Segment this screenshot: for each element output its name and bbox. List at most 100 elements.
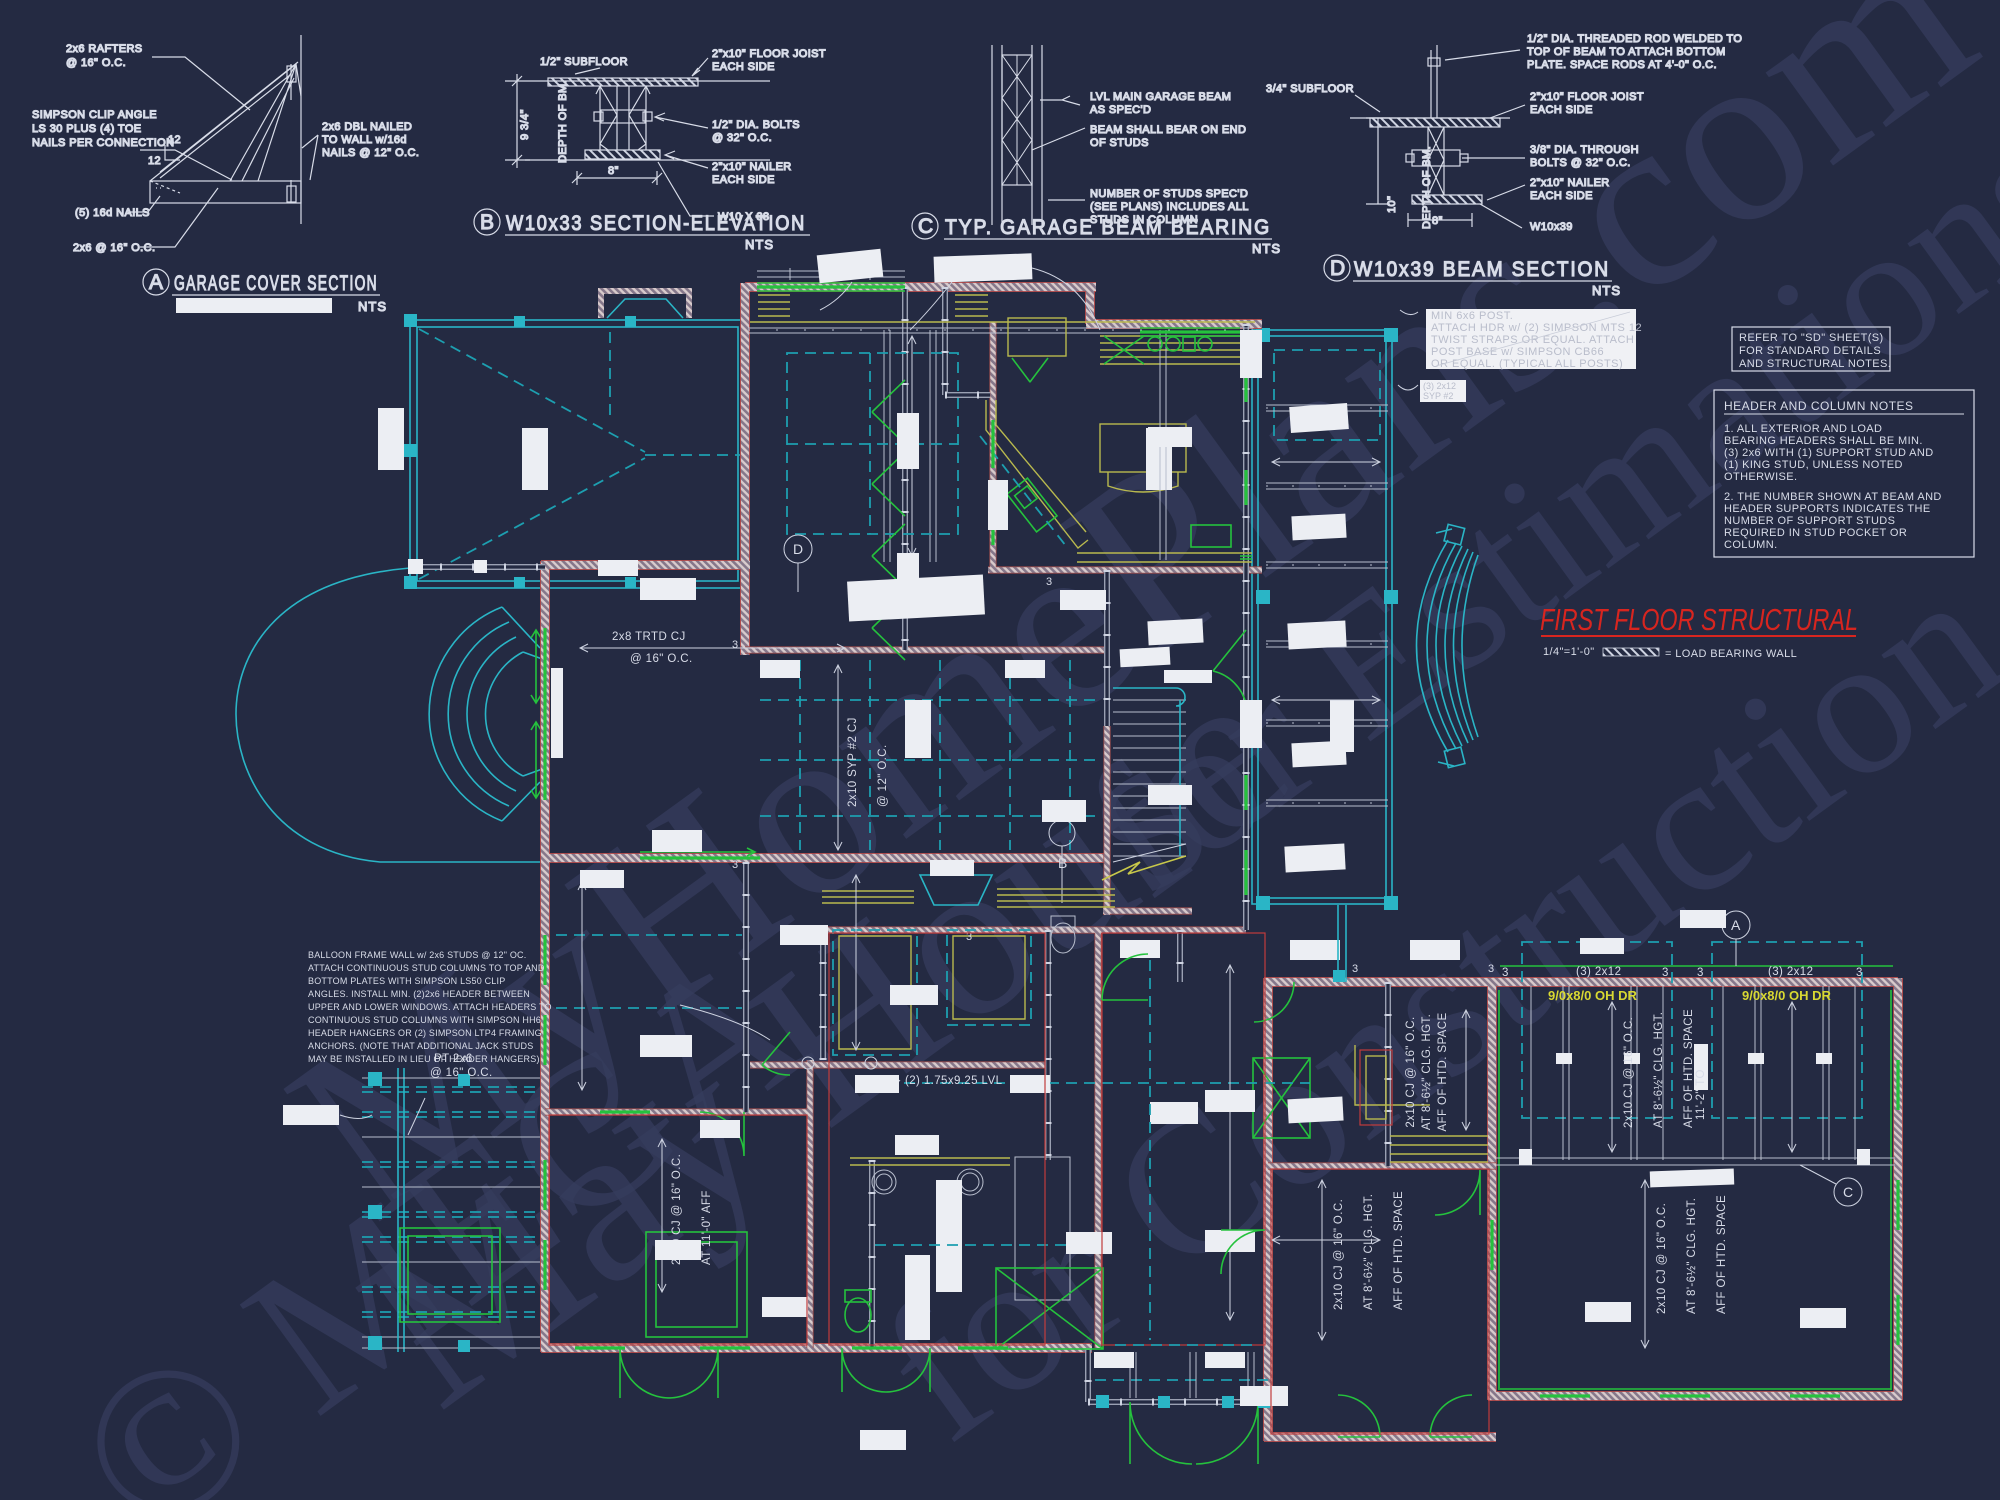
svg-text:A: A (1731, 917, 1741, 933)
svg-text:2x8 TRTD CJ: 2x8 TRTD CJ (612, 631, 686, 643)
svg-text:3: 3 (1488, 963, 1494, 975)
svg-text:@ 16" O.C.: @ 16" O.C. (430, 1067, 493, 1079)
svg-text:B: B (480, 211, 496, 234)
svg-text:3: 3 (1662, 967, 1669, 979)
svg-text:PLATE. SPACE RODS AT 4'-0" O.C: PLATE. SPACE RODS AT 4'-0" O.C. (1527, 59, 1717, 71)
svg-text:DEPTH OF BM.: DEPTH OF BM. (1421, 146, 1433, 229)
svg-text:@ 16" O.C.: @ 16" O.C. (630, 653, 693, 665)
svg-text:EACH SIDE: EACH SIDE (1530, 104, 1593, 116)
svg-text:OR EQUAL. (TYPICAL ALL POSTS): OR EQUAL. (TYPICAL ALL POSTS) (1431, 358, 1623, 370)
svg-text:(3) 2x12: (3) 2x12 (1576, 966, 1621, 978)
svg-text:W10x33 SECTION-ELEVATION: W10x33 SECTION-ELEVATION (506, 212, 806, 235)
svg-text:TWIST STRAPS OR EQUAL. ATTACH: TWIST STRAPS OR EQUAL. ATTACH (1431, 334, 1634, 346)
svg-text:3/8" DIA. THROUGH: 3/8" DIA. THROUGH (1530, 144, 1639, 156)
svg-text:2"x10" NAILER: 2"x10" NAILER (712, 161, 792, 173)
svg-text:NTS: NTS (745, 237, 774, 252)
svg-text:(1) KING STUD, UNLESS NOTED: (1) KING STUD, UNLESS NOTED (1724, 459, 1903, 471)
svg-text:NTS: NTS (1252, 241, 1281, 256)
svg-text:NAILS @ 12" O.C.: NAILS @ 12" O.C. (322, 147, 419, 159)
svg-text:3: 3 (1352, 963, 1358, 975)
svg-text:POST BASE w/ SIMPSON CB66: POST BASE w/ SIMPSON CB66 (1431, 346, 1604, 358)
svg-text:@ 16" O.C.: @ 16" O.C. (66, 57, 126, 69)
svg-text:AT 8'-6½" CLG. HGT.: AT 8'-6½" CLG. HGT. (1686, 1198, 1698, 1314)
svg-text:C: C (918, 215, 935, 238)
svg-text:GARAGE COVER SECTION: GARAGE COVER SECTION (174, 272, 378, 295)
svg-text:3: 3 (1856, 967, 1863, 979)
svg-text:C: C (1843, 1184, 1853, 1200)
svg-text:11'-2" TO: 11'-2" TO (1695, 1069, 1707, 1120)
svg-text:1/2" DIA. BOLTS: 1/2" DIA. BOLTS (712, 119, 800, 131)
svg-text:HEADER HANGERS OR (2) SIMPSON: HEADER HANGERS OR (2) SIMPSON LTP4 FRAMI… (308, 1028, 542, 1038)
svg-text:FIRST FLOOR STRUCTURAL: FIRST FLOOR STRUCTURAL (1540, 602, 1858, 637)
svg-text:W10 X 33: W10 X 33 (718, 211, 770, 223)
svg-text:FOR STANDARD DETAILS: FOR STANDARD DETAILS (1739, 345, 1881, 357)
svg-text:LS 30 PLUS (4) TOE: LS 30 PLUS (4) TOE (32, 123, 142, 135)
svg-text:HEADER AND COLUMN NOTES: HEADER AND COLUMN NOTES (1724, 399, 1914, 413)
svg-text:2x10 SYP #2 CJ: 2x10 SYP #2 CJ (847, 717, 859, 807)
svg-text:2"x10" FLOOR JOIST: 2"x10" FLOOR JOIST (712, 48, 826, 60)
svg-text:ANGLES. INSTALL MIN. (2)2x6 HE: ANGLES. INSTALL MIN. (2)2x6 HEADER BETWE… (308, 989, 530, 999)
svg-text:AT 8'-6½" CLG. HGT.: AT 8'-6½" CLG. HGT. (1421, 1014, 1433, 1130)
svg-text:2x10 CJ @ 16" O.C.: 2x10 CJ @ 16" O.C. (1405, 1016, 1417, 1127)
svg-text:@ 12" O.C.: @ 12" O.C. (877, 744, 889, 807)
svg-text:2x10 CJ @ 16" O.C.: 2x10 CJ @ 16" O.C. (671, 1154, 683, 1265)
svg-text:BALLOON FRAME WALL w/ 2x6 STUD: BALLOON FRAME WALL w/ 2x6 STUDS @ 12" OC… (308, 950, 526, 960)
svg-text:NAILS PER CONNECTION: NAILS PER CONNECTION (32, 137, 174, 149)
svg-text:NTS: NTS (1592, 283, 1621, 298)
svg-text:1/2" SUBFLOOR: 1/2" SUBFLOOR (540, 56, 628, 68)
svg-text:3: 3 (732, 859, 738, 871)
svg-text:TO WALL w/16d: TO WALL w/16d (322, 134, 407, 146)
svg-text:2x10 CJ @ 16" O.C.: 2x10 CJ @ 16" O.C. (1656, 1203, 1668, 1314)
svg-text:(3) 2x12: (3) 2x12 (1768, 966, 1813, 978)
svg-text:AS SPEC'D: AS SPEC'D (1090, 104, 1151, 116)
svg-text:(3) 2x12: (3) 2x12 (1423, 381, 1456, 391)
svg-text:2. THE NUMBER SHOWN AT BEAM AN: 2. THE NUMBER SHOWN AT BEAM AND (1724, 491, 1942, 503)
svg-text:(2) 1.75x9.25 LVL: (2) 1.75x9.25 LVL (905, 1075, 1003, 1087)
svg-text:STUDS IN COLUMN: STUDS IN COLUMN (1090, 214, 1198, 226)
svg-text:NTS: NTS (358, 299, 387, 314)
svg-text:BEAM SHALL BEAR ON END: BEAM SHALL BEAR ON END (1090, 124, 1246, 136)
svg-text:3: 3 (966, 931, 972, 943)
svg-text:AT 8'-6½" CLG. HGT.: AT 8'-6½" CLG. HGT. (1363, 1194, 1375, 1310)
svg-text:(3) 2x6 WITH (1) SUPPORT STUD: (3) 2x6 WITH (1) SUPPORT STUD AND (1724, 447, 1934, 459)
svg-text:AT 8'-6½" CLG. HGT.: AT 8'-6½" CLG. HGT. (1653, 1012, 1665, 1128)
svg-text:B: B (1058, 855, 1067, 871)
svg-text:NUMBER OF STUDS SPEC'D: NUMBER OF STUDS SPEC'D (1090, 188, 1248, 200)
svg-text:2x6 DBL NAILED: 2x6 DBL NAILED (322, 121, 412, 133)
svg-text:NUMBER OF SUPPORT STUDS: NUMBER OF SUPPORT STUDS (1724, 515, 1895, 527)
svg-text:ATTACH CONTINUOUS STUD COLUMNS: ATTACH CONTINUOUS STUD COLUMNS TO TOP AN… (308, 963, 545, 973)
svg-text:2"x10" FLOOR JOIST: 2"x10" FLOOR JOIST (1530, 91, 1644, 103)
svg-text:2"x10" NAILER: 2"x10" NAILER (1530, 177, 1610, 189)
svg-text:AT 11'-0" AFF: AT 11'-0" AFF (701, 1190, 713, 1265)
svg-text:1/4"=1'-0": 1/4"=1'-0" (1543, 646, 1595, 658)
svg-text:MIN 6x6 POST.: MIN 6x6 POST. (1431, 310, 1513, 322)
svg-text:@ 32" O.C.: @ 32" O.C. (712, 132, 772, 144)
svg-text:EACH SIDE: EACH SIDE (1530, 190, 1593, 202)
svg-text:1/2" DIA. THREADED ROD WELDED: 1/2" DIA. THREADED ROD WELDED TO (1527, 33, 1742, 45)
svg-text:OTHERWISE.: OTHERWISE. (1724, 471, 1797, 483)
svg-text:D: D (1330, 257, 1347, 280)
svg-text:BOLTS @ 32" O.C.: BOLTS @ 32" O.C. (1530, 157, 1631, 169)
svg-text:W10x39 BEAM SECTION: W10x39 BEAM SECTION (1354, 258, 1610, 281)
svg-text:3/4" SUBFLOOR: 3/4" SUBFLOOR (1266, 83, 1354, 95)
svg-text:AND STRUCTURAL NOTES.: AND STRUCTURAL NOTES. (1739, 358, 1891, 370)
svg-text:D: D (793, 541, 803, 557)
svg-text:ATTACH HDR w/ (2) SIMPSON MTS: ATTACH HDR w/ (2) SIMPSON MTS 12 (1431, 322, 1642, 334)
svg-text:LVL MAIN GARAGE BEAM: LVL MAIN GARAGE BEAM (1090, 91, 1231, 103)
svg-text:AFF OF HTD. SPACE: AFF OF HTD. SPACE (1437, 1012, 1449, 1131)
svg-text:9/0x8/0 OH DR: 9/0x8/0 OH DR (1548, 988, 1637, 1003)
svg-text:PT 2x6: PT 2x6 (434, 1053, 473, 1065)
svg-text:ANCHORS. (NOTE THAT ADDITIONAL: ANCHORS. (NOTE THAT ADDITIONAL JACK STUD… (308, 1041, 533, 1051)
svg-text:TOP OF BEAM TO ATTACH BOTTOM: TOP OF BEAM TO ATTACH BOTTOM (1527, 46, 1726, 58)
svg-text:BOTTOM PLATES WITH SIMPSON LS5: BOTTOM PLATES WITH SIMPSON LS50 CLIP (308, 976, 505, 986)
svg-text:9/0x8/0 OH DR: 9/0x8/0 OH DR (1742, 988, 1831, 1003)
svg-text:OF STUDS: OF STUDS (1090, 137, 1149, 149)
svg-text:(SEE PLANS) INCLUDES ALL: (SEE PLANS) INCLUDES ALL (1090, 201, 1249, 213)
svg-text:MAY BE INSTALLED IN LIEU OF HE: MAY BE INSTALLED IN LIEU OF HEADER HANGE… (308, 1054, 540, 1064)
svg-text:AFF OF HTD. SPACE: AFF OF HTD. SPACE (1683, 1009, 1695, 1128)
svg-text:EACH SIDE: EACH SIDE (712, 174, 775, 186)
svg-text:COLUMN.: COLUMN. (1724, 539, 1778, 551)
svg-text:UPPER AND LOWER WINDOWS. ATTAC: UPPER AND LOWER WINDOWS. ATTACH HEADERS … (308, 1002, 552, 1012)
svg-text:3: 3 (1502, 967, 1509, 979)
svg-text:2x6 @ 16" O.C.: 2x6 @ 16" O.C. (73, 242, 155, 254)
